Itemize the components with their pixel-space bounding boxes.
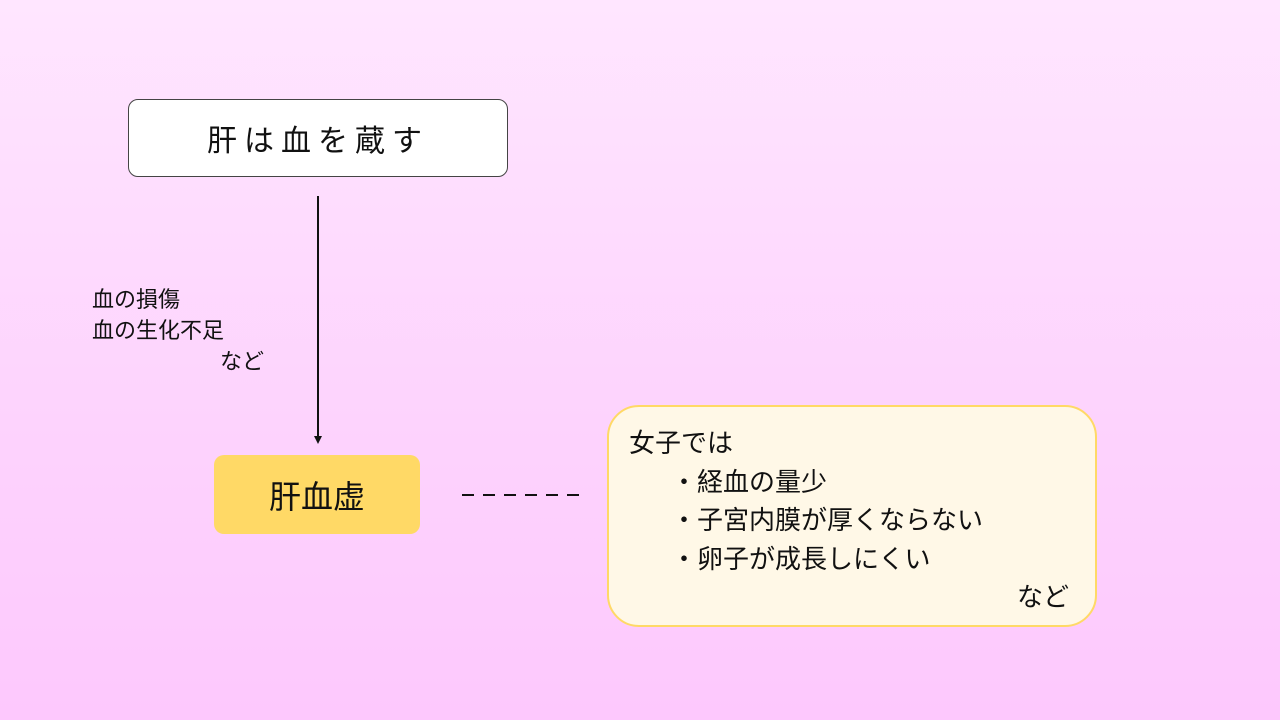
cause-label: 血の損傷 血の生化不足 など [92, 285, 264, 378]
result-box-text: 肝血虚 [268, 477, 365, 516]
top-box: 肝は血を蔵す [128, 99, 508, 177]
cause-line-1: 血の損傷 [92, 288, 181, 313]
note-item-2: ・子宮内膜が厚くならない [671, 506, 984, 536]
cause-line-2: 血の生化不足 [92, 319, 225, 344]
result-box: 肝血虚 [214, 455, 420, 534]
note-box: 女子では ・経血の量少 ・子宮内膜が厚くならない ・卵子が成長しにくい など [607, 405, 1097, 627]
top-box-text: 肝は血を蔵す [207, 124, 429, 159]
note-heading: 女子では [629, 429, 734, 459]
note-item-1: ・経血の量少 [671, 467, 828, 498]
note-item-3: ・卵子が成長しにくい [671, 544, 931, 575]
note-etc: など [1016, 583, 1069, 613]
cause-etc: など [220, 350, 265, 375]
